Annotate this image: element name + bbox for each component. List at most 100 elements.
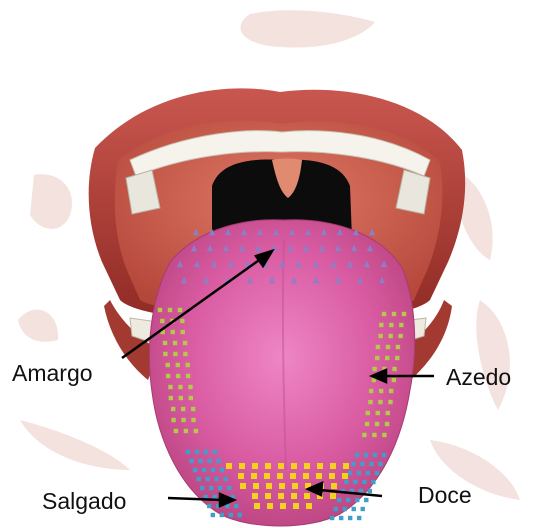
- sour-dot: [386, 345, 390, 349]
- salty-dot: [362, 480, 366, 484]
- sweet-dot: [291, 493, 297, 499]
- salty-dot: [348, 516, 352, 520]
- sweet-dot: [329, 473, 335, 479]
- salty-dot: [355, 498, 359, 502]
- sour-dot: [178, 308, 182, 312]
- salty-dot: [220, 468, 224, 472]
- sweet-dot: [252, 493, 258, 499]
- sour-dot: [385, 356, 389, 360]
- sour-dot: [171, 418, 175, 422]
- salty-dot: [351, 462, 355, 466]
- sweet-dot: [264, 473, 270, 479]
- sour-dot: [191, 407, 195, 411]
- sweet-dot: [238, 473, 244, 479]
- salty-dot: [357, 516, 361, 520]
- sour-dot: [379, 389, 383, 393]
- sour-dot: [372, 433, 376, 437]
- sour-dot: [378, 400, 382, 404]
- sweet-dot: [291, 463, 297, 469]
- sour-dot: [389, 389, 393, 393]
- sour-dot: [379, 323, 383, 327]
- salty-dot: [207, 504, 211, 508]
- salty-dot: [364, 498, 368, 502]
- sour-dot: [188, 385, 192, 389]
- sweet-dot: [306, 503, 312, 509]
- salty-dot: [227, 486, 231, 490]
- salty-dot: [195, 450, 199, 454]
- sour-dot: [181, 418, 185, 422]
- sweet-dot: [343, 463, 349, 469]
- sour-dot: [180, 319, 184, 323]
- sour-dot: [376, 345, 380, 349]
- sour-dot: [382, 312, 386, 316]
- sour-dot: [189, 396, 193, 400]
- sour-dot: [378, 334, 382, 338]
- sour-dot: [173, 352, 177, 356]
- sour-dot: [166, 374, 170, 378]
- salty-dot: [211, 513, 215, 517]
- sour-dot: [186, 363, 190, 367]
- sour-dot: [166, 363, 170, 367]
- sour-dot: [362, 433, 366, 437]
- salty-dot: [378, 462, 382, 466]
- sweet-dot: [226, 463, 232, 469]
- salty-dot: [204, 450, 208, 454]
- salty-dot: [353, 480, 357, 484]
- salty-dot: [238, 513, 242, 517]
- sweet-dot: [330, 493, 336, 499]
- salty-dot: [355, 453, 359, 457]
- sweet-dot: [293, 503, 299, 509]
- sour-dot: [392, 367, 396, 371]
- sour-dot: [183, 352, 187, 356]
- salty-dot: [366, 471, 370, 475]
- sour-dot: [176, 374, 180, 378]
- salty-dot: [234, 504, 238, 508]
- sweet-dot: [267, 503, 273, 509]
- salty-dot: [200, 486, 204, 490]
- salty-dot: [348, 471, 352, 475]
- sour-dot: [398, 334, 402, 338]
- sweet-dot: [278, 493, 284, 499]
- salty-dot: [209, 486, 213, 490]
- sweet-dot: [330, 463, 336, 469]
- salty-dot: [186, 450, 190, 454]
- sour-dot: [366, 411, 370, 415]
- sour-dot: [365, 422, 369, 426]
- sour-dot: [186, 374, 190, 378]
- salty-dot: [330, 516, 334, 520]
- salty-dot: [205, 477, 209, 481]
- sour-dot: [184, 429, 188, 433]
- sour-dot: [386, 411, 390, 415]
- sour-dot: [385, 422, 389, 426]
- salty-dot: [373, 453, 377, 457]
- salgado-label: Salgado: [42, 490, 126, 513]
- sour-dot: [368, 400, 372, 404]
- sour-dot: [392, 378, 396, 382]
- salty-dot: [375, 471, 379, 475]
- sour-dot: [194, 429, 198, 433]
- sour-dot: [376, 411, 380, 415]
- sweet-dot: [292, 483, 298, 489]
- sour-dot: [402, 312, 406, 316]
- sweet-dot: [316, 473, 322, 479]
- salty-dot: [343, 507, 347, 511]
- sweet-dot: [342, 473, 348, 479]
- salty-dot: [369, 462, 373, 466]
- sweet-dot: [280, 503, 286, 509]
- salty-dot: [360, 462, 364, 466]
- salty-dot: [368, 489, 372, 493]
- salty-dot: [339, 516, 343, 520]
- salty-dot: [344, 480, 348, 484]
- salty-dot: [334, 507, 338, 511]
- sour-dot: [389, 323, 393, 327]
- sour-dot: [388, 400, 392, 404]
- sour-dot: [171, 330, 175, 334]
- doce-label: Doce: [418, 484, 472, 507]
- sweet-dot: [266, 483, 272, 489]
- sour-dot: [191, 418, 195, 422]
- sour-dot: [178, 385, 182, 389]
- sweet-dot: [265, 493, 271, 499]
- sour-dot: [369, 389, 373, 393]
- sweet-dot: [251, 473, 257, 479]
